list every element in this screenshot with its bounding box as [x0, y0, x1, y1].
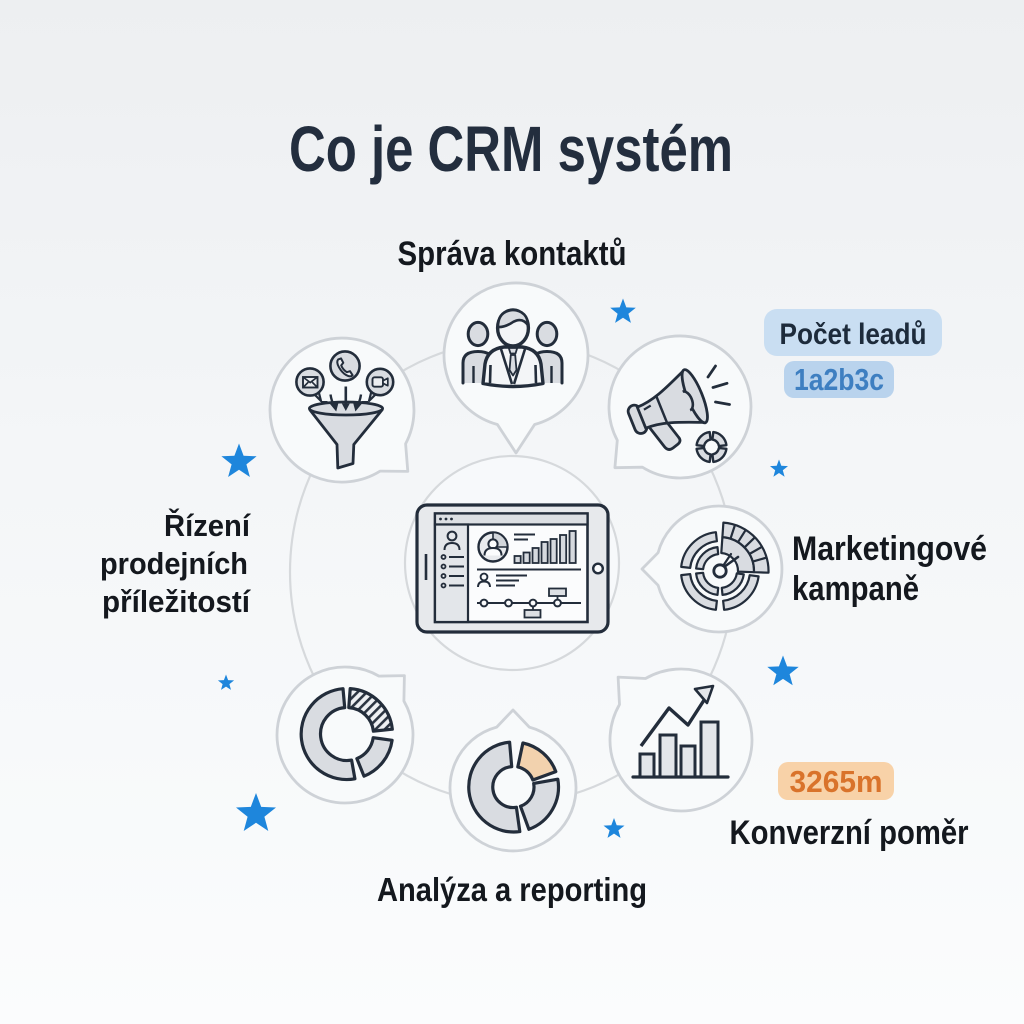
svg-text:Co je CRM systém: Co je CRM systém — [289, 113, 733, 185]
svg-text:Konverzní poměr: Konverzní poměr — [730, 814, 969, 852]
svg-text:příležitostí: příležitostí — [102, 584, 251, 619]
svg-text:Marketingové: Marketingové — [792, 530, 987, 568]
svg-text:Analýza a reporting: Analýza a reporting — [377, 871, 647, 908]
svg-text:1a2b3c: 1a2b3c — [794, 362, 884, 397]
svg-text:Počet leadů: Počet leadů — [780, 318, 927, 351]
svg-text:prodejních: prodejních — [100, 546, 248, 581]
svg-text:Správa kontaktů: Správa kontaktů — [398, 235, 627, 273]
svg-text:3265m: 3265m — [790, 764, 883, 799]
svg-text:Řízení: Řízení — [164, 507, 251, 543]
svg-text:kampaně: kampaně — [792, 570, 919, 608]
